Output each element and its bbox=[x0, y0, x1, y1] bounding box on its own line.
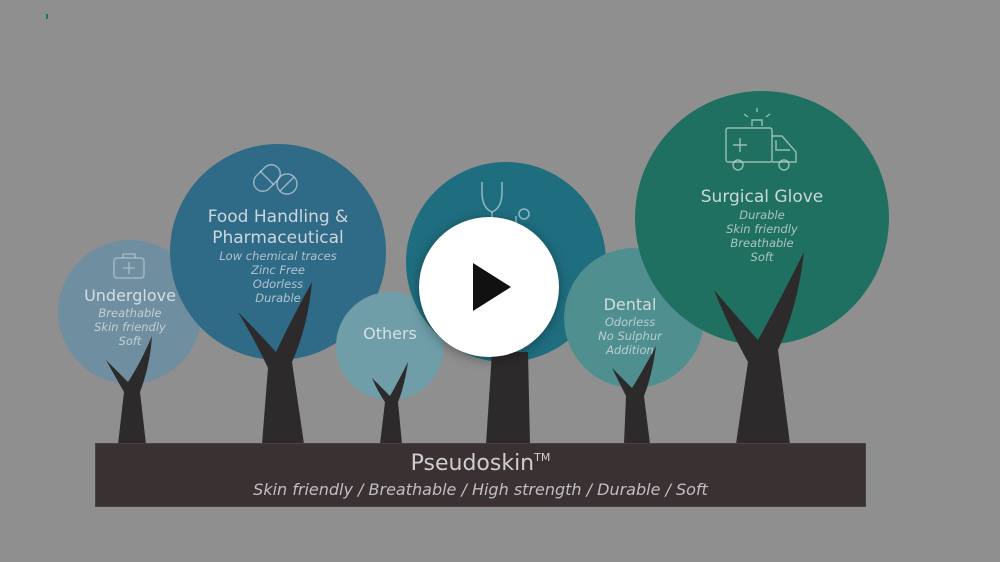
underglove-title: Underglove bbox=[84, 286, 176, 305]
surgical-feature: Durable bbox=[739, 208, 785, 222]
underglove-trunk bbox=[106, 336, 152, 444]
dental-label: Dental Odorless No Sulphur Addition bbox=[598, 295, 662, 357]
surgical-feature: Soft bbox=[750, 250, 774, 264]
base-title-text: Pseudoskin bbox=[410, 451, 535, 476]
surgical-title: Surgical Glove bbox=[700, 187, 824, 207]
trademark-mark: TM bbox=[534, 451, 551, 464]
surgical-trunk bbox=[714, 252, 804, 444]
play-icon bbox=[473, 263, 511, 311]
food-title-line2: Pharmaceutical bbox=[212, 228, 344, 248]
underglove-feature: Breathable bbox=[98, 306, 162, 320]
food-feature: Odorless bbox=[252, 277, 304, 291]
food-trunk bbox=[238, 282, 312, 444]
underglove-canopy bbox=[58, 240, 202, 384]
food-feature: Low chemical traces bbox=[219, 249, 337, 263]
dental-feature: Addition bbox=[606, 343, 654, 357]
surgical-canopy bbox=[635, 91, 889, 345]
dental-title: Dental bbox=[603, 295, 657, 314]
food-label: Food Handling & Pharmaceutical Low chemi… bbox=[208, 207, 349, 305]
others-label: Others bbox=[363, 324, 417, 344]
medical-trunk bbox=[486, 352, 530, 444]
underglove-feature: Skin friendly bbox=[94, 320, 166, 334]
surgical-feature: Breathable bbox=[730, 236, 794, 250]
surgical-feature: Skin friendly bbox=[726, 222, 798, 236]
first-aid-kit-icon bbox=[113, 253, 145, 279]
surgical-label: Surgical Glove Durable Skin friendly Bre… bbox=[701, 187, 823, 264]
dental-trunk bbox=[612, 346, 656, 444]
others-title: Others bbox=[363, 324, 417, 343]
underglove-feature: Soft bbox=[118, 334, 142, 348]
food-title-line1: Food Handling & bbox=[207, 207, 349, 227]
others-canopy bbox=[336, 292, 444, 400]
base-tagline: Skin friendly / Breathable / High streng… bbox=[253, 480, 708, 499]
pills-icon bbox=[253, 164, 298, 195]
food-feature: Zinc Free bbox=[251, 263, 305, 277]
dental-feature: Odorless bbox=[604, 315, 656, 329]
ambulance-icon bbox=[725, 108, 797, 171]
play-button[interactable] bbox=[419, 217, 559, 357]
base-title: PseudoskinTM bbox=[96, 451, 865, 476]
underglove-label: Underglove Breathable Skin friendly Soft bbox=[84, 286, 176, 348]
food-feature: Durable bbox=[255, 291, 301, 305]
food-canopy bbox=[170, 144, 386, 360]
corner-mark bbox=[46, 14, 48, 19]
pseudoskin-base: PseudoskinTM Skin friendly / Breathable … bbox=[95, 443, 866, 507]
others-trunk bbox=[372, 362, 408, 444]
dental-feature: No Sulphur bbox=[598, 329, 662, 343]
